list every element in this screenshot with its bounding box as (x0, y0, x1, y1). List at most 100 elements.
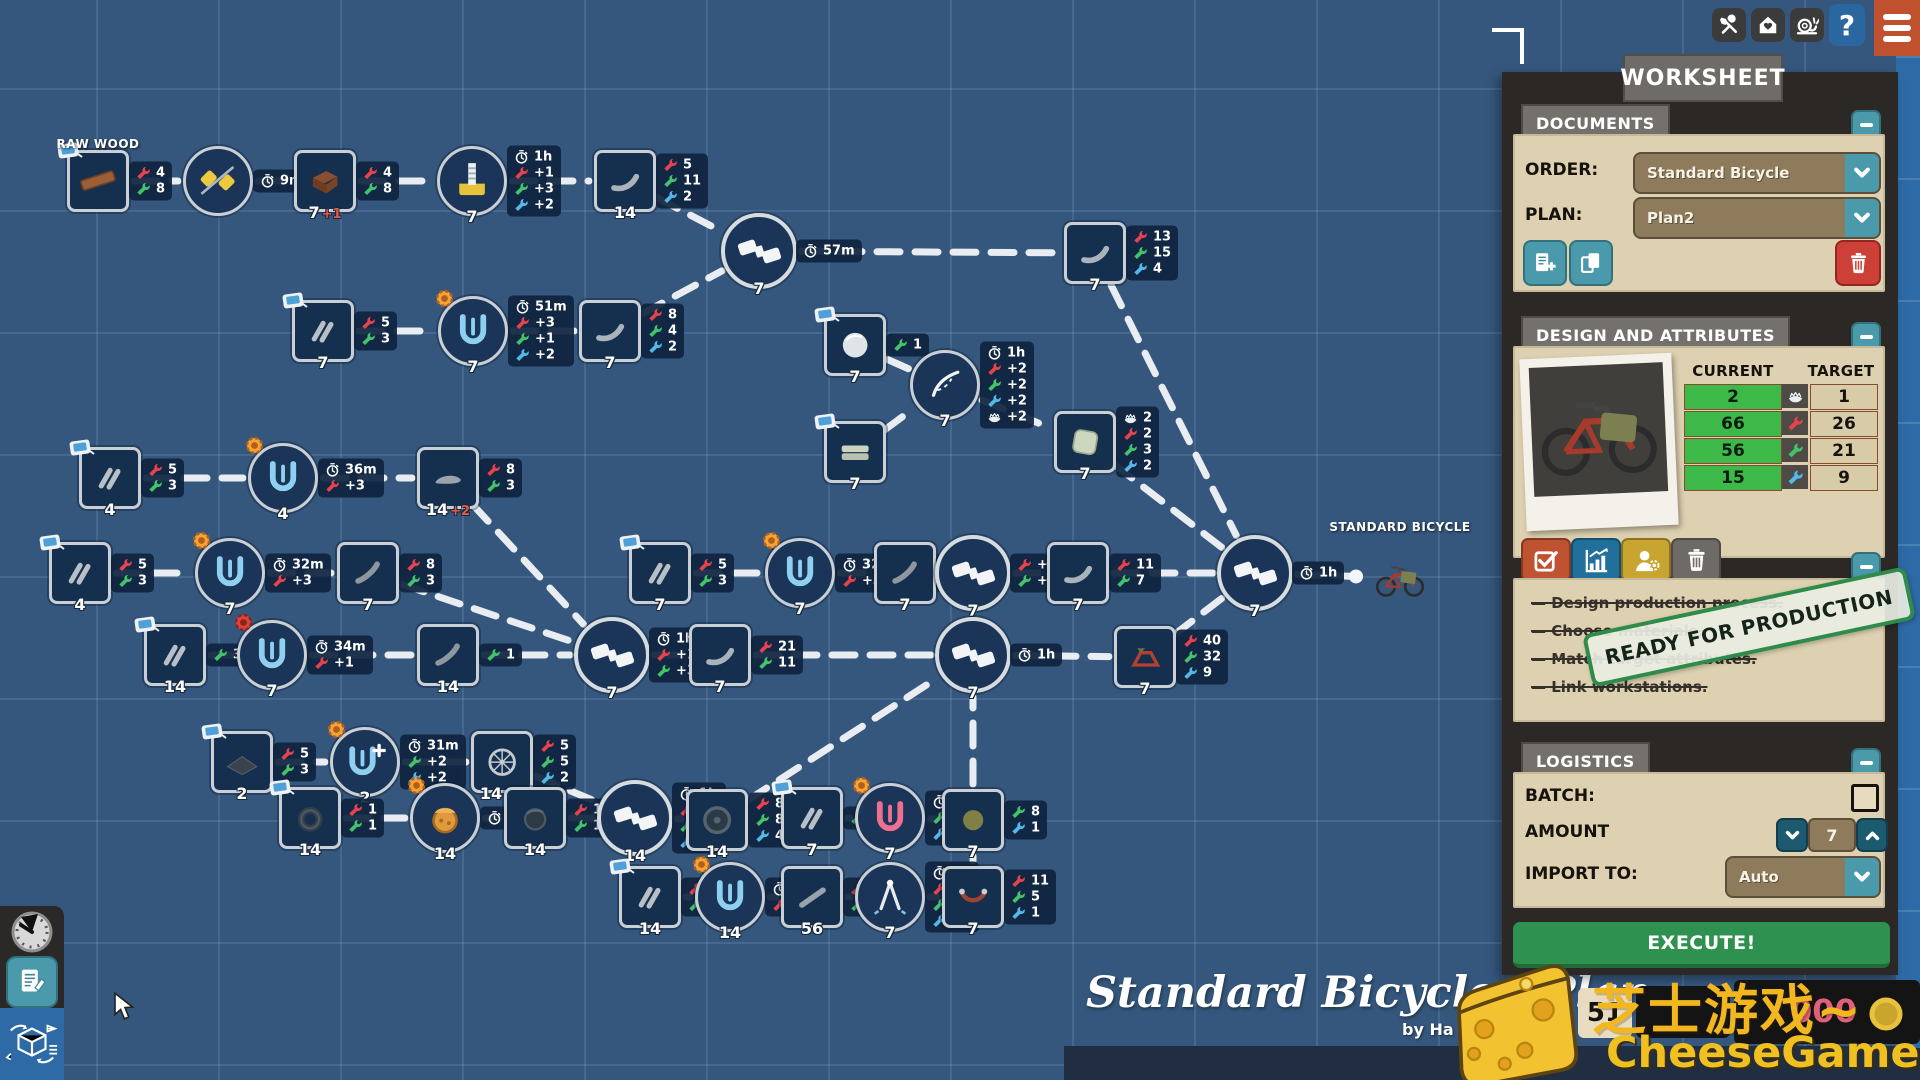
attr-current-value: 56 (1684, 438, 1782, 464)
delete-plan-button[interactable] (1835, 240, 1881, 286)
watermark-title: 芝士游戏~ (1592, 979, 1864, 1042)
batch-checkbox[interactable] (1851, 784, 1879, 812)
hub-icon (578, 621, 646, 689)
attr-time-icon (987, 346, 1002, 361)
order-dropdown[interactable]: Standard Bicycle (1633, 152, 1881, 194)
node-quantity: 7 (849, 367, 861, 386)
flow-node-hh2[interactable]: 141h (407, 776, 533, 863)
flow-node-a2[interactable]: 9m (183, 146, 310, 216)
flow-node-i1[interactable]: 1453 (609, 858, 725, 938)
tab-delete[interactable] (1671, 538, 1721, 582)
flow-node-hh6[interactable]: 73 (771, 779, 887, 859)
attr-red-icon (663, 158, 678, 173)
flow-node-f1[interactable]: 143 (134, 616, 250, 696)
lathe-icon (441, 299, 505, 363)
flow-edge (468, 500, 587, 628)
home-button[interactable] (1751, 8, 1785, 42)
attr-blue-icon (932, 827, 947, 842)
duplicate-plan-button[interactable] (1569, 240, 1613, 286)
sphere-icon (827, 317, 883, 373)
worker-gear-badge (759, 528, 784, 553)
flow-node-hh4[interactable]: 141h+2+2+2 (597, 780, 726, 865)
flow-node-i2[interactable]: 142h+3 (692, 855, 819, 942)
amount-increase-button[interactable] (1856, 818, 1888, 852)
trash-icon (1687, 548, 1705, 571)
import-to-dropdown[interactable]: Auto (1725, 856, 1881, 898)
flow-node-e6[interactable]: 763 (874, 542, 980, 614)
worker-gear-badge (849, 773, 874, 798)
node-quantity: 4 (104, 500, 116, 519)
node-quantity: 4 (74, 595, 86, 614)
tab-checklist[interactable] (1521, 538, 1571, 582)
node-quantity: 7 (967, 683, 979, 702)
game-speed-clock-icon[interactable] (8, 908, 56, 956)
flow-node-i4[interactable]: 73h+3+2+1 (855, 861, 979, 942)
worksheet-button[interactable] (6, 956, 58, 1008)
plan-dropdown[interactable]: Plan2 (1633, 197, 1881, 239)
amount-decrease-button[interactable] (1776, 818, 1808, 852)
node-quantity: 14 (718, 923, 742, 942)
flow-node-g3[interactable]: 14+2552 (471, 731, 577, 803)
amount-field[interactable]: 7 (1808, 818, 1856, 852)
flow-node-bike[interactable] (1372, 554, 1428, 602)
saw-icon (186, 149, 250, 213)
flow-node-i3[interactable]: 5683 (781, 866, 887, 938)
add-plan-button[interactable] (1523, 240, 1567, 286)
axis-view-button[interactable] (0, 1008, 64, 1080)
tab-statistics[interactable] (1571, 538, 1621, 582)
tab-workers[interactable] (1621, 538, 1671, 582)
flow-node-c3[interactable]: 7 (814, 413, 886, 493)
menu-button[interactable] (1874, 0, 1920, 56)
help-label: ? (1838, 8, 1856, 42)
flow-edge (880, 405, 917, 435)
attr-blue-icon (1782, 465, 1808, 489)
attr-red-icon (772, 898, 787, 913)
tube2-icon (507, 790, 563, 846)
flow-node-e7[interactable]: 7+3+5 (935, 535, 1064, 620)
help-button[interactable]: ? (1829, 4, 1865, 46)
slow-mode-button[interactable] (1790, 8, 1824, 42)
execute-button[interactable]: EXECUTE! (1513, 922, 1890, 968)
attr-red-icon (842, 574, 857, 589)
settings-tools-button[interactable] (1712, 8, 1746, 42)
plan-label: PLAN: (1525, 205, 1583, 225)
node-quantity: 7 (317, 353, 329, 372)
